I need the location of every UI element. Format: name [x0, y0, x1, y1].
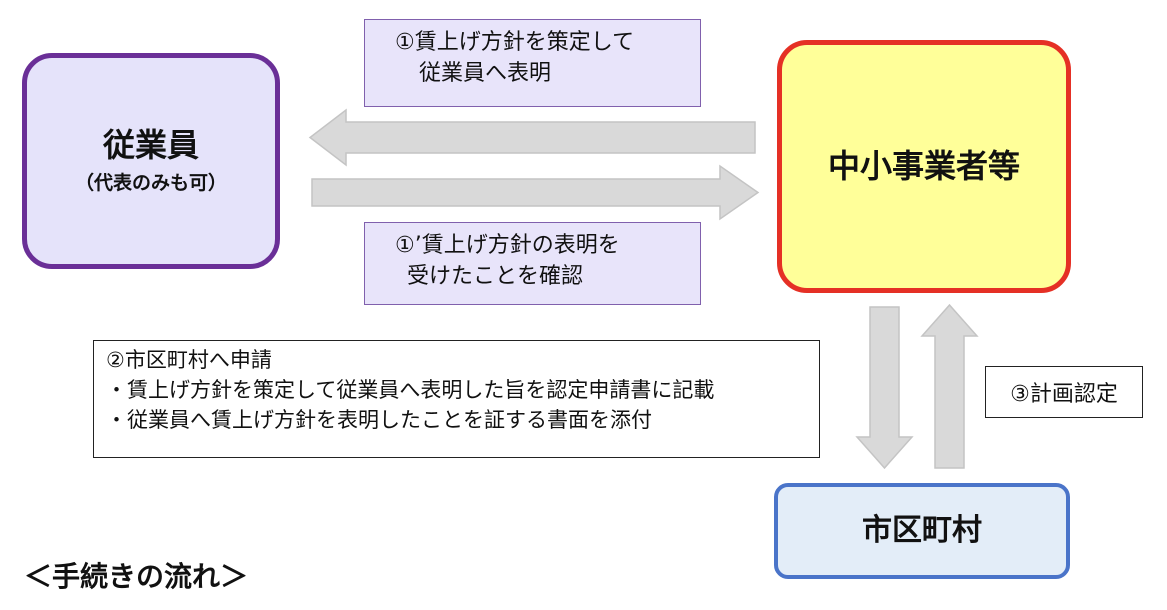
- municipality-node: 市区町村: [774, 483, 1070, 579]
- arrow-sme-to-employee: [308, 108, 756, 167]
- step2-heading: ②市区町村へ申請: [106, 348, 272, 372]
- arrow-sme-to-municipality: [855, 306, 914, 470]
- step1-line2: 従業員へ表明: [419, 60, 552, 86]
- step2-bullet: ・従業員へ賃上げ方針を表明したことを証する書面を添付: [106, 407, 652, 432]
- step1-note: ①賃上げ方針を策定して 従業員へ表明: [364, 19, 701, 107]
- sme-node: 中小事業者等: [777, 40, 1071, 293]
- step3-label: ③計画認定: [1010, 382, 1118, 407]
- step2-bullet: ・賃上げ方針を策定して従業員へ表明した旨を認定申請書に記載: [106, 377, 715, 402]
- step1-line1: ①賃上げ方針を策定して: [395, 30, 635, 55]
- municipality-title: 市区町村: [862, 512, 982, 548]
- employee-subtitle: （代表のみも可）: [74, 171, 227, 194]
- procedure-flow-title: ＜手続きの流れ＞: [24, 560, 249, 593]
- sme-title: 中小事業者等: [827, 147, 1020, 186]
- step3-box: ③計画認定: [985, 366, 1143, 418]
- arrow-municipality-to-sme: [920, 303, 979, 469]
- employee-node: 従業員 （代表のみも可）: [22, 53, 280, 269]
- arrow-employee-to-sme: [311, 164, 760, 221]
- step1b-line1: ①’賃上げ方針の表明を: [395, 233, 620, 258]
- step1b-note: ①’賃上げ方針の表明を 受けたことを確認: [364, 222, 701, 305]
- step1b-line2: 受けたことを確認: [407, 263, 584, 289]
- employee-title: 従業員: [102, 126, 199, 165]
- step2-box: ②市区町村へ申請 ・賃上げ方針を策定して従業員へ表明した旨を認定申請書に記載 ・…: [93, 340, 820, 458]
